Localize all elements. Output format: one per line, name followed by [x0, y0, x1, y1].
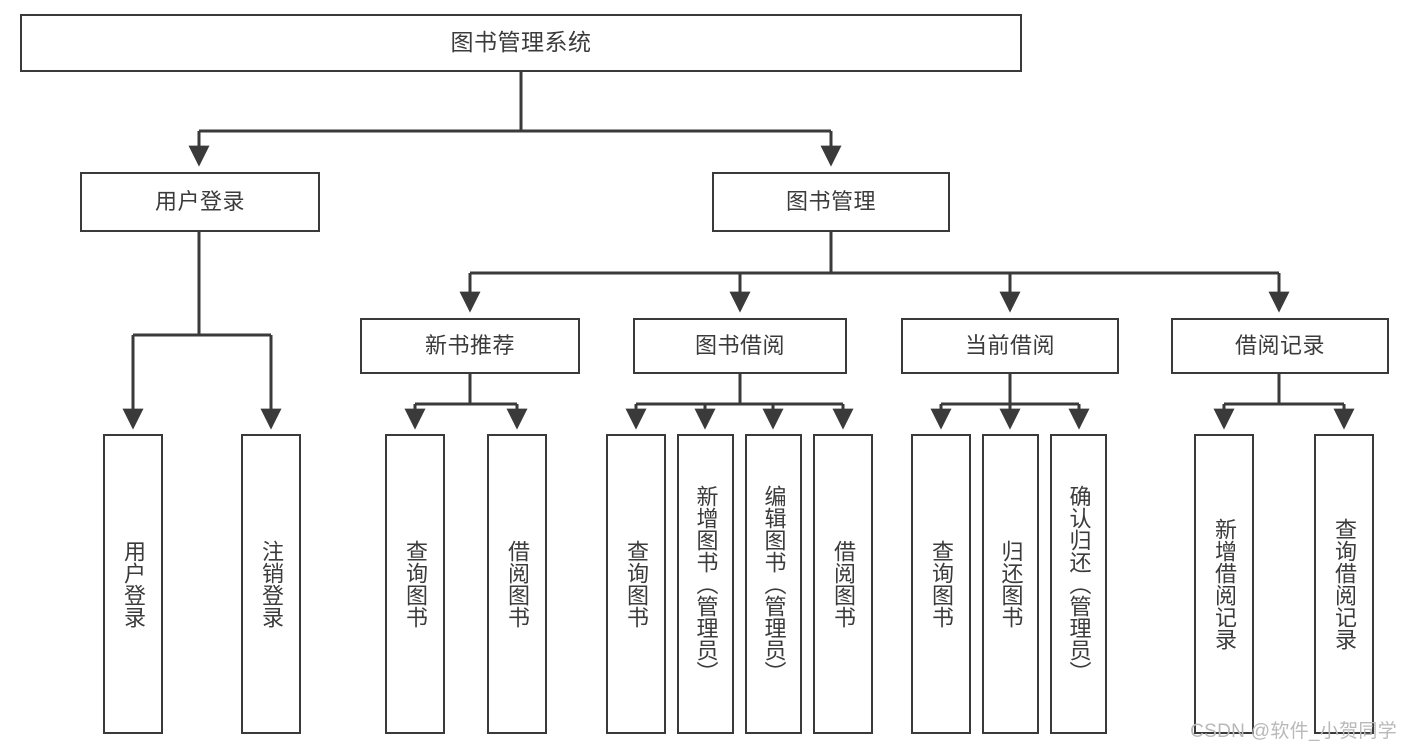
csdn-watermark: CSDN @软件_小贺同学 [1190, 721, 1397, 742]
node-current-borrow[interactable]: 当前借阅 [901, 318, 1119, 374]
node-leaf-query-book-recommend[interactable]: 查询图书 [385, 434, 445, 734]
node-user-login[interactable]: 用户登录 [80, 172, 320, 232]
node-book-borrow[interactable]: 图书借阅 [633, 318, 847, 374]
node-new-book-recommend[interactable]: 新书推荐 [360, 318, 580, 374]
node-leaf-confirm-return-admin[interactable]: 确认归还（管理员） [1050, 434, 1107, 734]
node-book-management-system[interactable]: 图书管理系统 [20, 14, 1022, 72]
node-leaf-return-book[interactable]: 归还图书 [982, 434, 1039, 734]
node-leaf-borrow-book-borrow[interactable]: 借阅图书 [813, 434, 873, 734]
node-leaf-query-book-current[interactable]: 查询图书 [911, 434, 971, 734]
node-leaf-logout-login[interactable]: 注销登录 [241, 434, 301, 734]
node-leaf-add-book-admin[interactable]: 新增图书（管理员） [677, 434, 734, 734]
node-borrow-record[interactable]: 借阅记录 [1171, 318, 1389, 374]
node-leaf-edit-book-admin[interactable]: 编辑图书（管理员） [745, 434, 802, 734]
node-leaf-user-login[interactable]: 用户登录 [103, 434, 163, 734]
node-leaf-add-borrow-record[interactable]: 新增借阅记录 [1194, 434, 1254, 734]
node-leaf-borrow-book-recommend[interactable]: 借阅图书 [487, 434, 547, 734]
node-leaf-query-book-borrow[interactable]: 查询图书 [606, 434, 666, 734]
node-book-management[interactable]: 图书管理 [712, 172, 950, 232]
node-leaf-query-borrow-record[interactable]: 查询借阅记录 [1314, 434, 1374, 734]
